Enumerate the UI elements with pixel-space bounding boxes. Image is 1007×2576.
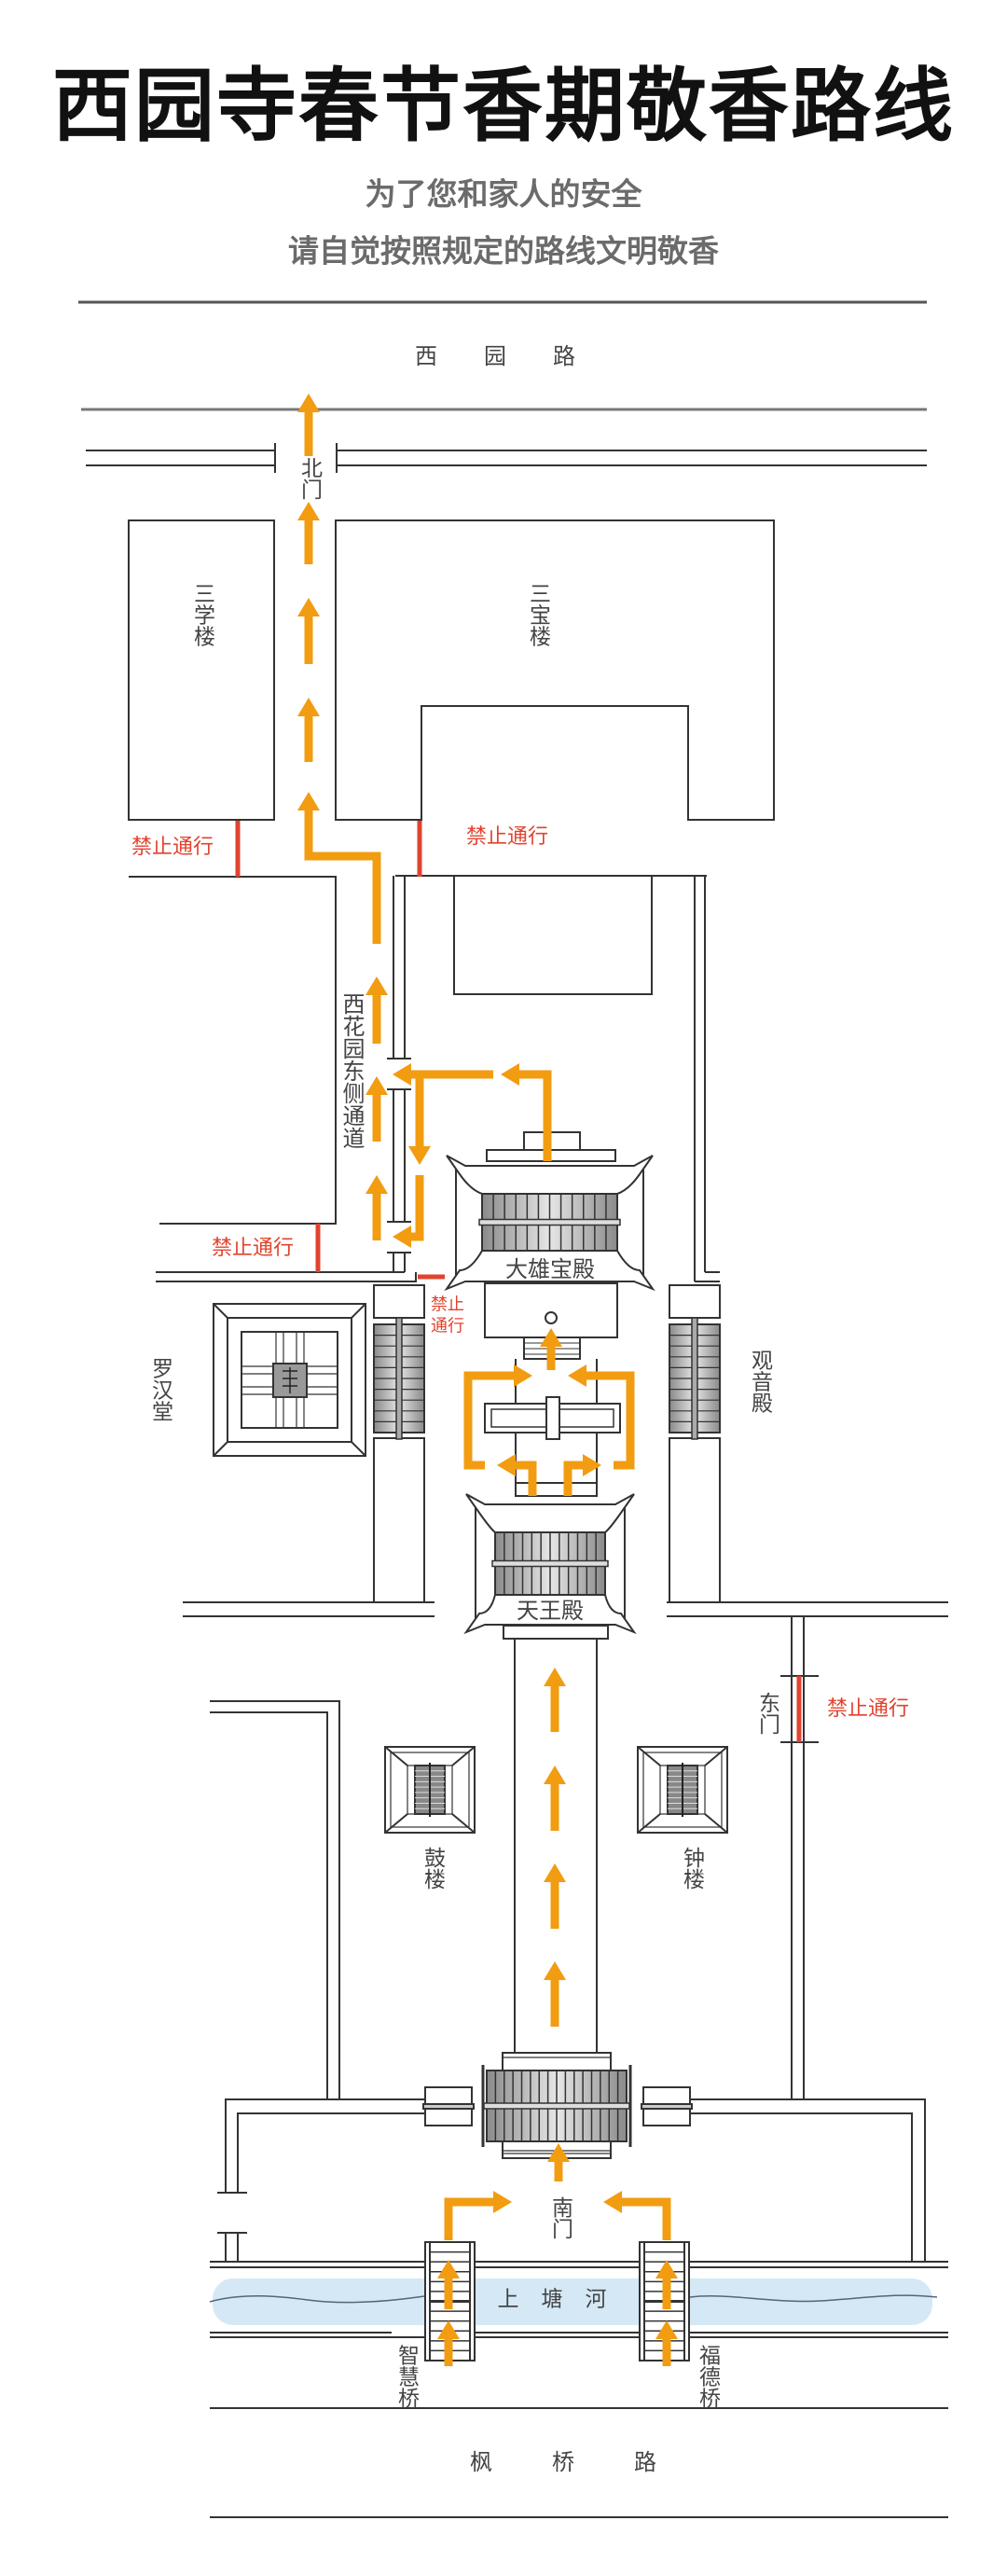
subtitle-line-2: 请自觉按照规定的路线文明敬香 <box>288 232 719 270</box>
road-label-xiyuan: 西园路 <box>415 343 622 369</box>
route-arrow <box>297 792 381 944</box>
west-side-hall <box>373 1437 425 1603</box>
route-arrow <box>563 1454 601 1496</box>
south-road-edges <box>210 2407 948 2518</box>
central-path <box>514 1639 598 2053</box>
no-entry-label-small: 禁止通行 <box>430 1295 465 1337</box>
route-arrow <box>444 2191 512 2240</box>
east-side-box <box>669 1284 721 1319</box>
road-label-fengqiao: 枫桥路 <box>470 2449 716 2475</box>
building-label-zhonglou: 钟楼 <box>679 1847 704 1890</box>
river-banks <box>210 2261 948 2338</box>
building-label-luohan: 罗汉堂 <box>147 1357 172 1422</box>
incense-burner-center <box>545 1396 560 1440</box>
gate-label-south: 南门 <box>547 2196 572 2239</box>
west-side-box <box>373 1284 425 1319</box>
daxiong-steps <box>523 1131 581 1151</box>
no-entry-label: 禁止通行 <box>211 1237 295 1260</box>
west-colonnade <box>373 1317 425 1440</box>
west-inner-wall <box>210 1700 340 2099</box>
building-label-daxiong: 大雄宝殿 <box>505 1256 595 1282</box>
gate-label-east: 东门 <box>754 1692 779 1735</box>
no-entry-small-line-2: 通行 <box>431 1316 464 1336</box>
tianwang-hall <box>463 1493 637 1635</box>
bridge-label-fude: 福德桥 <box>695 2344 720 2409</box>
route-arrow <box>603 2191 671 2240</box>
gate-label-north: 北门 <box>297 457 322 500</box>
compound-east-wall <box>694 876 720 1282</box>
roof-lower <box>444 1250 655 1292</box>
building-label-sanbao: 三宝楼 <box>525 582 550 647</box>
daxiong-hall <box>444 1155 655 1292</box>
gate-columns <box>483 2070 630 2142</box>
tianwang-base <box>503 1625 609 1640</box>
east-side-hall <box>669 1437 721 1603</box>
no-entry-label: 禁止通行 <box>131 836 214 859</box>
no-entry-small-line-1: 禁止 <box>431 1295 464 1315</box>
route-arrow <box>463 1364 532 1470</box>
tianwang-walls <box>183 1601 948 1617</box>
buildings <box>213 1131 728 2361</box>
sanbao-building-outline <box>335 519 775 821</box>
south-gate <box>422 2052 693 2159</box>
south-west-wall <box>217 2098 425 2262</box>
west-lane-wall <box>156 1271 417 1282</box>
no-entry-label: 禁止通行 <box>465 825 549 849</box>
sanxue-building-outline <box>128 519 275 821</box>
south-east-wall <box>686 2098 926 2262</box>
route-arrow <box>568 1364 635 1470</box>
luohan-hall <box>213 1303 366 1457</box>
bridge-label-zhihui: 智慧桥 <box>393 2344 419 2409</box>
north-wall <box>86 443 927 473</box>
page-title: 西园寺春节香期敬香路线 <box>52 60 955 153</box>
no-entry-label: 禁止通行 <box>826 1697 910 1721</box>
west-garden-wall <box>129 876 337 1225</box>
tianwang-steps <box>515 1482 598 1497</box>
building-label-guanyin: 观音殿 <box>747 1349 772 1414</box>
bell-tower <box>637 1746 728 1834</box>
platform <box>484 1282 618 1338</box>
building-label-gulou: 鼓楼 <box>420 1847 445 1890</box>
drum-tower <box>384 1746 476 1834</box>
east-wall <box>791 1616 805 2099</box>
subtitle-line-1: 为了您和家人的安全 <box>365 175 642 213</box>
roof-lower <box>463 1594 637 1635</box>
incense-route <box>297 394 678 2366</box>
roof-upper <box>465 1493 635 1533</box>
platform-circle <box>545 1311 558 1324</box>
route-arrow <box>497 1454 537 1496</box>
hall-columns <box>491 1531 609 1596</box>
channel-ticks <box>387 1058 411 1253</box>
east-colonnade <box>669 1317 721 1440</box>
building-label-sanxue: 三学楼 <box>189 582 214 647</box>
river-label: 上塘河 <box>497 2287 629 2312</box>
route-arrow <box>393 1175 424 1248</box>
inner-courtyard <box>453 875 653 995</box>
river <box>209 2278 938 2325</box>
building-label-tianwang: 天王殿 <box>517 1598 584 1624</box>
no-entry-bars <box>235 821 802 1742</box>
channel-label: 西花园东侧通道 <box>338 992 365 1149</box>
route-arrow <box>501 1063 552 1161</box>
hall-columns <box>478 1193 621 1252</box>
